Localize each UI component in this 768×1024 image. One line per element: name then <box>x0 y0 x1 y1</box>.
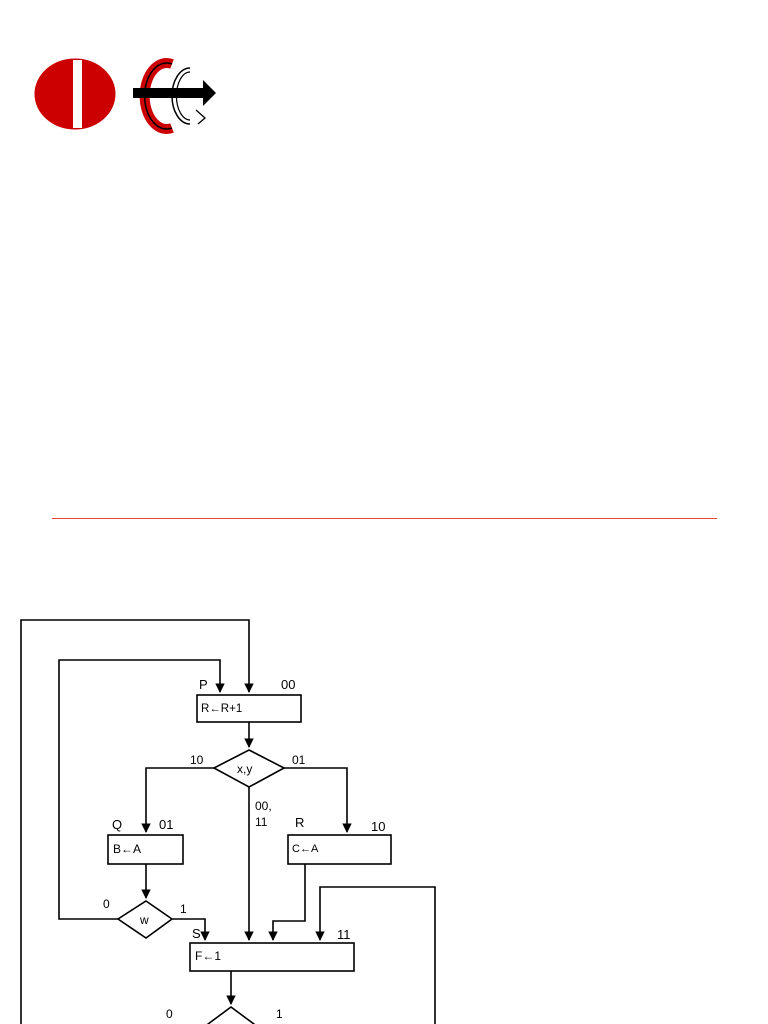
decision-xy-label: x,y <box>237 762 252 776</box>
branch-xy-left: 10 <box>190 753 204 767</box>
decision-w-label: w <box>139 913 149 927</box>
state-name-P: P <box>199 677 208 692</box>
connector-xy-Q <box>141 767 214 833</box>
state-action-Q: B←A <box>113 842 141 856</box>
state-box-Q <box>107 834 184 865</box>
state-box-P <box>196 694 302 723</box>
connector-loop-w0 <box>58 659 225 920</box>
connector-loop-outer <box>20 619 254 1024</box>
branch-xy-down-1: 00, <box>255 799 272 813</box>
department-logo <box>133 58 216 134</box>
connector-w-S <box>172 918 210 941</box>
divider-line <box>52 518 717 519</box>
state-box-S <box>189 942 355 972</box>
branch-w-right: 1 <box>180 902 187 916</box>
state-name-S: S <box>192 926 201 941</box>
decision-bottom <box>206 1006 256 1024</box>
state-code-R: 10 <box>371 819 385 834</box>
branch-bottom-right: 1 <box>276 1007 283 1021</box>
connector-xy-R <box>284 767 352 833</box>
connector-R-S <box>268 864 306 941</box>
connector-loop-right <box>315 886 436 1024</box>
branch-bottom-left: 0 <box>166 1007 173 1021</box>
state-action-R: C←A <box>292 843 319 855</box>
state-action-P: R←R+1 <box>201 703 242 715</box>
branch-xy-right: 01 <box>292 753 306 767</box>
branch-w-left: 0 <box>103 897 110 911</box>
state-code-P: 00 <box>281 677 295 692</box>
state-action-S: F←1 <box>195 949 221 963</box>
state-code-S: 11 <box>337 927 351 942</box>
state-name-R: R <box>295 815 304 830</box>
state-box-R <box>287 834 392 865</box>
decision-w <box>116 900 174 939</box>
state-name-Q: Q <box>112 817 122 832</box>
logo-area <box>34 58 216 134</box>
university-logo <box>34 58 116 130</box>
state-code-Q: 01 <box>159 817 173 832</box>
branch-xy-down-2: 11 <box>255 815 268 829</box>
